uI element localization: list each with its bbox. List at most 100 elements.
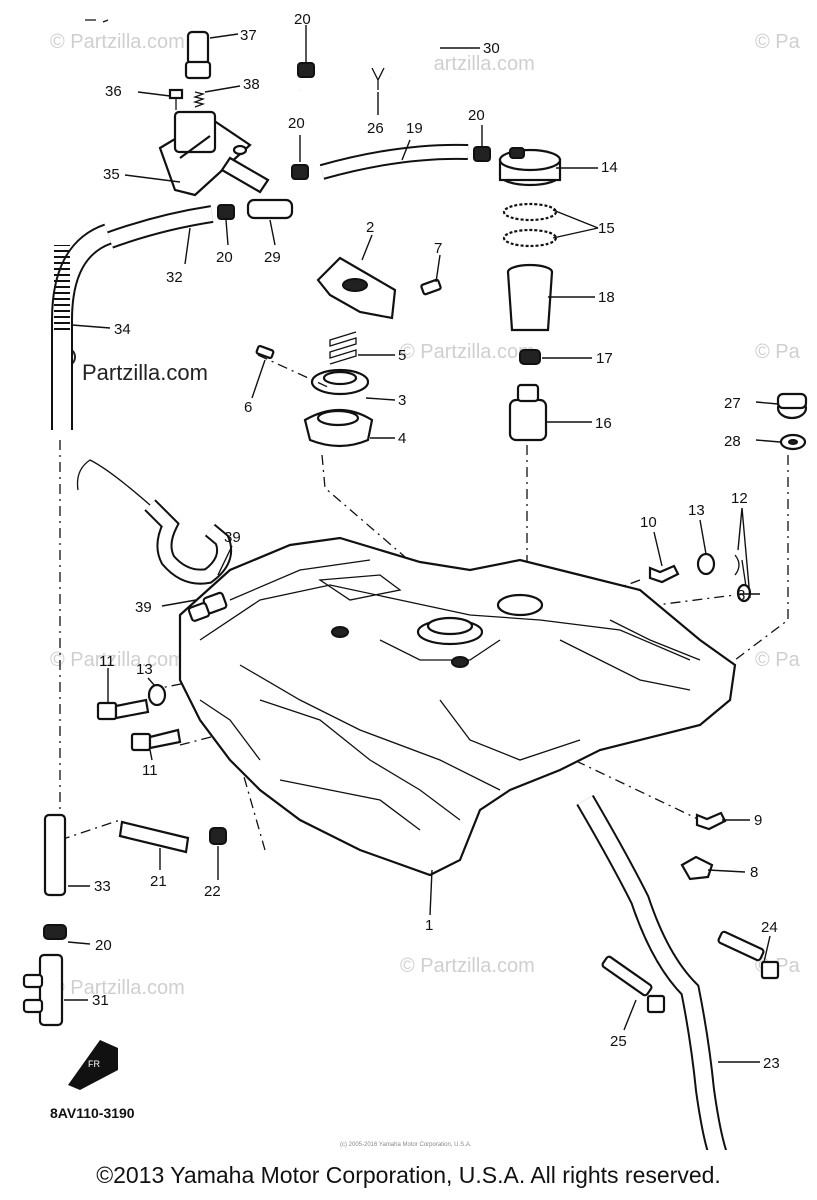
callout-8: 8 [750, 864, 758, 881]
part-3-ring [310, 368, 370, 396]
callout-20: 20 [288, 115, 305, 132]
callout-1: 1 [425, 917, 433, 934]
callout-39: 39 [224, 529, 241, 546]
part-20-clamp [291, 164, 309, 180]
callout-22: 22 [204, 883, 221, 900]
callout-16: 16 [595, 415, 612, 432]
callout-17: 17 [596, 350, 613, 367]
callout-2: 2 [366, 219, 374, 236]
part-29-joint [246, 198, 294, 220]
callout-34: 34 [114, 321, 131, 338]
callout-21: 21 [150, 873, 167, 890]
assembly-line [231, 734, 266, 851]
callout-20: 20 [95, 937, 112, 954]
callout-10: 10 [640, 514, 657, 531]
callout-28: 28 [724, 433, 741, 450]
watermark-prominent: Partzilla.com [82, 360, 208, 385]
assembly-line [599, 579, 641, 596]
callout-6: 6 [244, 399, 252, 416]
part-24-bolt [717, 930, 780, 980]
watermark: © Pa [755, 341, 801, 363]
callout-5: 5 [398, 347, 406, 364]
callout-36: 36 [105, 83, 122, 100]
part-13-washer [147, 683, 167, 707]
callout-19: 19 [406, 120, 423, 137]
part-20-clamp [217, 204, 235, 220]
part-4-base [303, 409, 374, 448]
callout-9: 9 [754, 812, 762, 829]
part-34-breather [51, 223, 113, 430]
part-26-clip [371, 67, 385, 90]
part-5-spring [329, 331, 357, 365]
callout-30: 30 [483, 40, 500, 57]
part-20-clamp [43, 924, 67, 940]
diagram-code: 8AV110-3190 [50, 1105, 135, 1121]
callout-11: 11 [142, 762, 158, 779]
callout-29: 29 [264, 249, 281, 266]
copyright-footer: ©2013 Yamaha Motor Corporation, U.S.A. A… [96, 1162, 721, 1188]
callout-13: 13 [136, 661, 153, 678]
part-13-washer [696, 552, 716, 576]
callouts: 37 20 30 38 36 26 19 20 20 14 35 15 2 7 … [92, 11, 780, 1072]
part-33-pipe [43, 813, 67, 897]
assembly-line [237, 599, 701, 821]
fr-arrow-icon: FR [68, 1040, 118, 1090]
part-22-clamp [209, 827, 227, 845]
callout-31: 31 [92, 992, 109, 1009]
callout-23: 23 [763, 1055, 780, 1072]
watermark: © Pa [755, 649, 801, 671]
corner-mark [85, 19, 109, 23]
callout-14: 14 [601, 159, 618, 176]
callout-8: 8 [737, 587, 745, 604]
part-17-bushing [519, 349, 541, 365]
part-28-washer [779, 433, 807, 451]
callout-11: 11 [99, 653, 115, 670]
part-31-joint [22, 953, 64, 1027]
part-35-fuel-cock [158, 110, 270, 197]
part-15-washers [502, 202, 558, 248]
part-18-strainer [506, 263, 554, 332]
callout-18: 18 [598, 289, 615, 306]
callout-27: 27 [724, 395, 741, 412]
part-11-bolt [130, 728, 182, 752]
assembly-line [59, 819, 121, 841]
watermark: © Pa [755, 31, 801, 53]
callout-32: 32 [166, 269, 183, 286]
assembly-line [734, 455, 789, 661]
parts-diagram: © Partzilla.com © Partzilla.com © Pa © P… [22, 11, 808, 1150]
callout-20: 20 [294, 11, 311, 28]
part-20-clamp [473, 146, 491, 162]
callout-26: 26 [367, 120, 384, 137]
part-39-hose [76, 459, 233, 585]
assembly-line [257, 354, 331, 389]
part-8-nut [680, 855, 714, 881]
callout-24: 24 [761, 919, 778, 936]
part-27-grommet [776, 392, 808, 420]
part-25-bolt [601, 955, 666, 1014]
callout-4: 4 [398, 430, 406, 447]
callout-35: 35 [103, 166, 120, 183]
callout-20: 20 [468, 107, 485, 124]
callout-33: 33 [94, 878, 111, 895]
part-16-damper [508, 383, 548, 442]
callout-20: 20 [216, 249, 233, 266]
part-10-clip [648, 564, 680, 584]
callout-3: 3 [398, 392, 406, 409]
part-7-pin [420, 278, 442, 296]
callout-25: 25 [610, 1033, 627, 1050]
part-21-hose [118, 820, 190, 854]
callout-15: 15 [598, 220, 615, 237]
part-36-screw [168, 88, 184, 110]
watermark: © Partzilla.com [400, 341, 535, 363]
watermark: © Partzilla.com [50, 31, 185, 53]
callout-38: 38 [243, 76, 260, 93]
part-20-clamp [297, 62, 315, 78]
callout-13: 13 [688, 502, 705, 519]
part-14-cap [498, 147, 562, 187]
part-11-bolt [96, 698, 150, 721]
leader-lines [64, 25, 781, 1063]
part-37-fitting [184, 30, 212, 80]
svg-text:FR: FR [88, 1059, 100, 1069]
callout-7: 7 [434, 240, 442, 257]
fine-print: (c) 2005-2016 Yamaha Motor Corporation, … [340, 1142, 472, 1148]
